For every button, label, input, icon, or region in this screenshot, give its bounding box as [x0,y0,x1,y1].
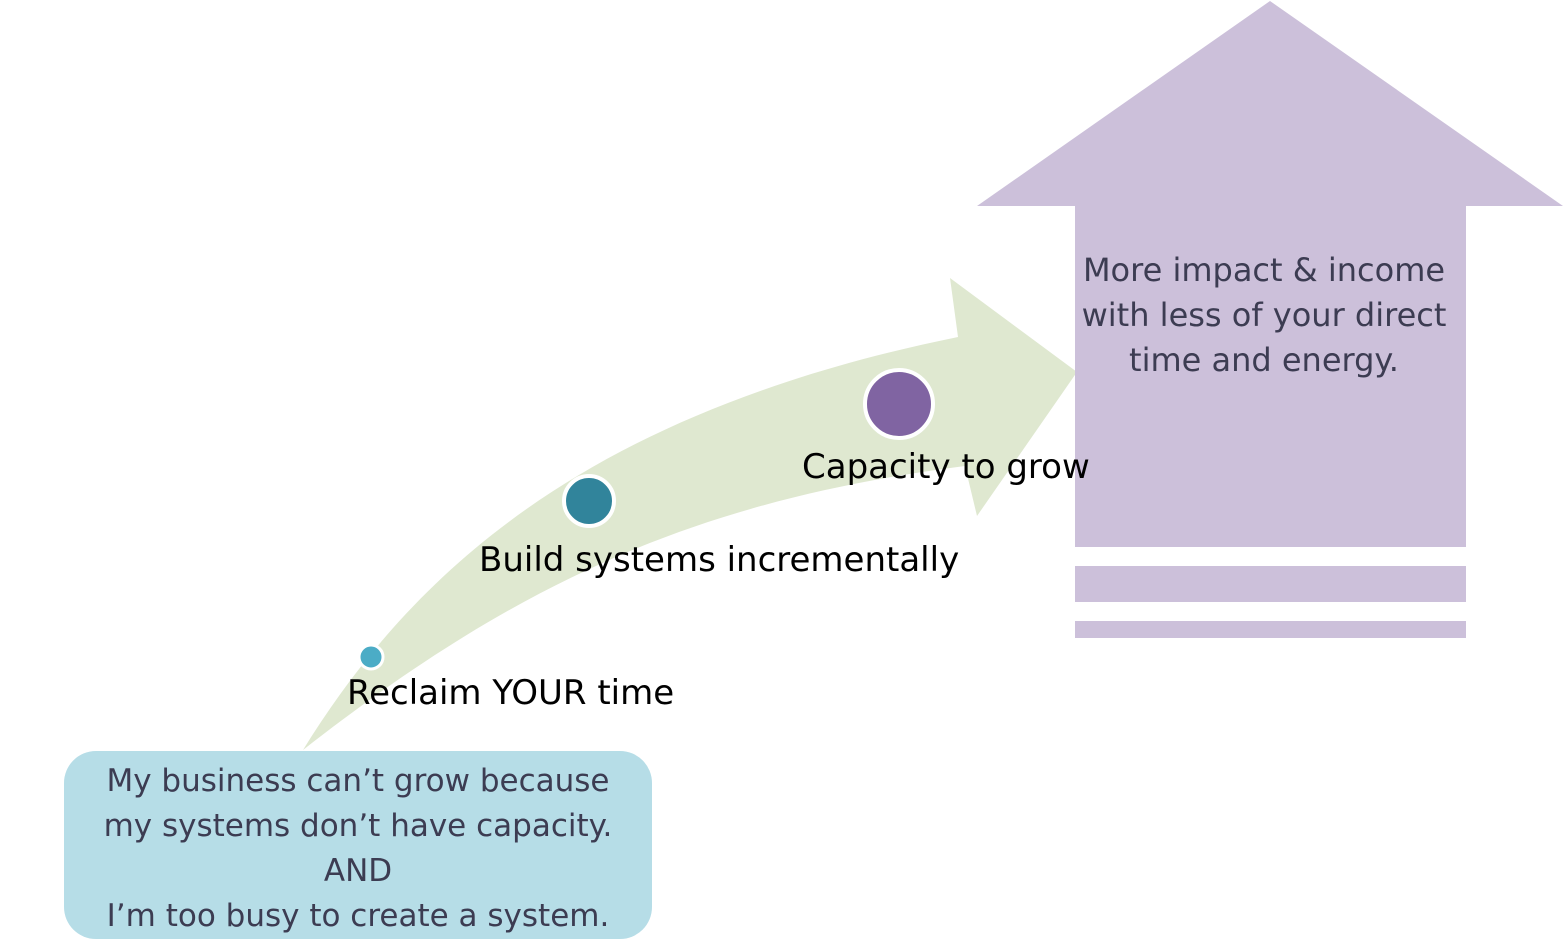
goal-line: More impact & income [1082,251,1446,289]
step-label-reclaim: Reclaim YOUR time [347,673,675,713]
goal-text: More impact & income with less of your d… [1076,248,1452,383]
step-dot-capacity [863,368,935,440]
step-dot-reclaim [357,643,385,671]
goal-line: with less of your direct [1081,296,1447,334]
problem-line: AND [323,853,393,889]
goal-base-bar-bottom [1075,621,1466,638]
problem-line: My business can’t grow because [106,763,610,799]
problem-box: My business can’t grow because my system… [64,751,652,939]
step-dot-build [562,474,616,528]
problem-line: my systems don’t have capacity. [103,808,613,844]
problem-line: I’m too busy to create a system. [106,898,610,934]
step-label-build: Build systems incrementally [479,540,960,580]
goal-up-arrow [977,1,1563,547]
goal-base-bar-top [1075,566,1466,602]
goal-line: time and energy. [1129,341,1399,379]
step-label-capacity: Capacity to grow [802,447,1090,487]
